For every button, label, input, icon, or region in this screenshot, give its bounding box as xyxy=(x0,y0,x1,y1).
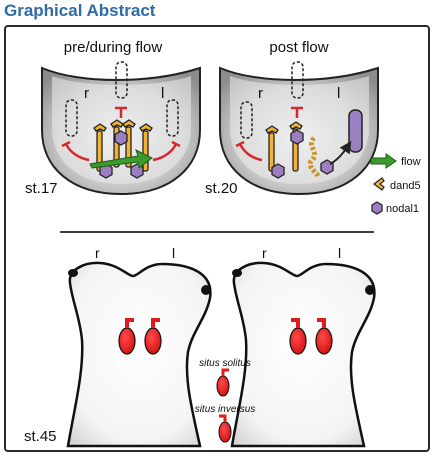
st17-flow-arrow xyxy=(89,149,153,169)
st17-right-label: r xyxy=(84,85,89,102)
inversus-embryo-right-label: r xyxy=(262,245,267,261)
st17-repression-top xyxy=(115,106,127,118)
solitus-organs xyxy=(118,318,162,355)
st17-crown-cell-right xyxy=(65,99,78,137)
stage-label-st45: st.45 xyxy=(24,428,57,445)
st20-right-label: r xyxy=(258,85,263,102)
st20-midline-cell xyxy=(291,61,304,99)
nodal1-hexagon-icon xyxy=(371,201,383,215)
st20-degraded-dand5 xyxy=(307,136,321,178)
situs-inversus-icon xyxy=(218,414,232,443)
situs-inversus-label: situs inversus xyxy=(195,404,256,415)
inversus-organs xyxy=(289,318,333,355)
st17-crown-cell-left xyxy=(166,99,179,137)
embryo-eyes xyxy=(68,269,375,295)
embryo-solitus xyxy=(66,261,212,448)
post-flow-title: post flow xyxy=(269,39,328,56)
legend-label-nodal1: nodal1 xyxy=(386,203,419,215)
st20-left-nodal-domain xyxy=(348,109,363,153)
solitus-embryo-left-label: l xyxy=(172,245,175,261)
dand5-bracket-icon xyxy=(373,177,385,191)
solitus-embryo-right-label: r xyxy=(95,245,100,261)
st17-midline-cell xyxy=(115,61,128,99)
situs-solitus-icon xyxy=(216,368,230,397)
legend-label-dand5: dand5 xyxy=(390,180,421,192)
legend-item-dand5: dand5 xyxy=(373,177,421,192)
stage-label-st20: st.20 xyxy=(205,180,238,197)
legend-item-flow: flow xyxy=(370,153,421,169)
graphical-abstract-title: Graphical Abstract xyxy=(4,1,156,20)
legend: flow dand5 nodal1 xyxy=(370,153,421,215)
st17-nodal1-group xyxy=(99,130,144,179)
legend-item-nodal1: nodal1 xyxy=(371,201,419,215)
st20-repression-right xyxy=(235,140,263,162)
green-arrow-icon xyxy=(370,153,397,169)
stage-label-st17: st.17 xyxy=(25,180,58,197)
st17-repression-right xyxy=(61,140,90,162)
st20-translocation-arrow xyxy=(329,141,352,165)
embryo-inversus xyxy=(230,261,376,448)
pre-during-flow-title: pre/during flow xyxy=(64,39,163,56)
situs-solitus-label: situs solitus xyxy=(199,358,251,369)
st20-nodal1-group xyxy=(271,129,334,179)
st17-left-label: l xyxy=(161,85,164,102)
st20-repression-top xyxy=(291,106,303,118)
st17-repression-left xyxy=(152,140,181,162)
st20-crown-cell-right xyxy=(240,101,253,139)
legend-label-flow: flow xyxy=(401,156,421,168)
st20-left-label: l xyxy=(337,85,340,102)
inversus-embryo-left-label: l xyxy=(338,245,341,261)
